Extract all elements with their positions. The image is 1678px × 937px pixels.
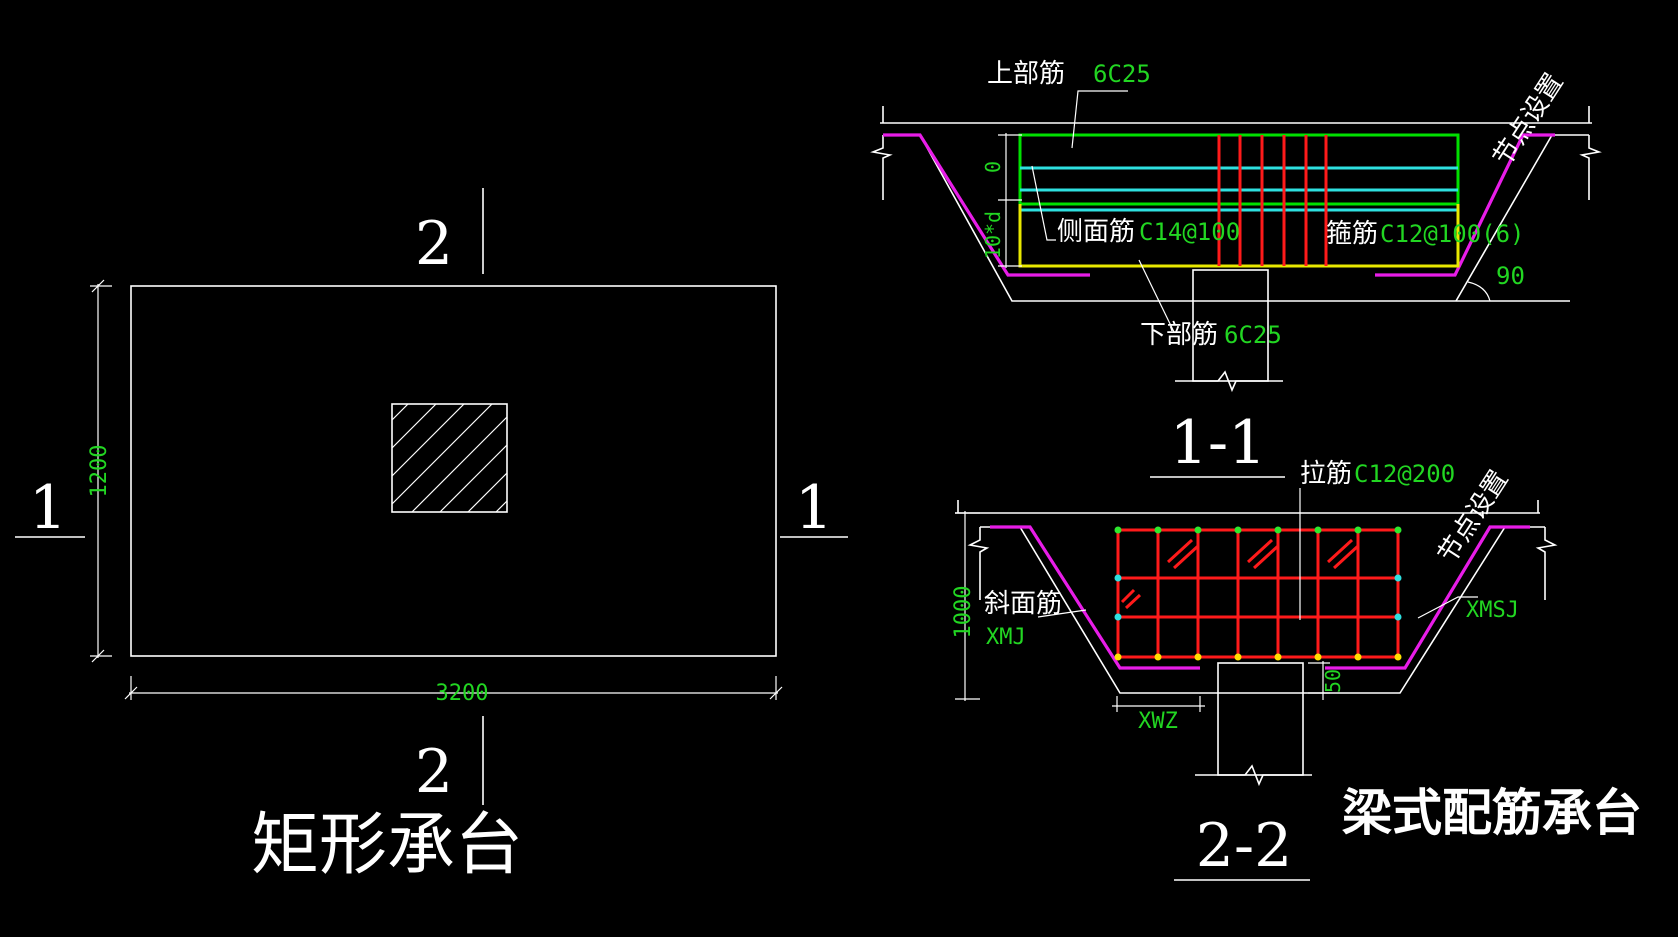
s11-side-leader bbox=[1031, 165, 1056, 241]
s11-angle-arc bbox=[1467, 281, 1491, 302]
s11-bottom-value: 6C25 bbox=[1224, 321, 1282, 349]
s11-dim-left bbox=[998, 133, 1022, 268]
s11-side-label: 侧面筋 bbox=[1057, 217, 1135, 247]
s11-bottom-leader bbox=[1138, 259, 1175, 333]
s11-angle-value: 90 bbox=[1496, 262, 1525, 290]
bar-point bbox=[1154, 526, 1162, 534]
s11-slope-bars bbox=[883, 133, 1555, 277]
s11-top-value: 6C25 bbox=[1093, 60, 1151, 88]
s22-dim-1000-text: 1000 bbox=[951, 586, 976, 639]
dim-3200-text: 3200 bbox=[436, 681, 489, 706]
s11-title: 1-1 bbox=[1170, 408, 1267, 478]
s11-stirrup-label: 箍筋 bbox=[1326, 219, 1378, 249]
s22-xwz: XWZ bbox=[1138, 709, 1178, 734]
s11-top-label: 上部筋 bbox=[987, 59, 1065, 89]
s22-xmsj-leader bbox=[1417, 596, 1478, 619]
s11-node-label: 节点设置 bbox=[1488, 68, 1570, 172]
dim-1200-text: 1200 bbox=[87, 445, 112, 498]
s22-slope-bars bbox=[990, 525, 1530, 670]
s22-dim-50-text: 50 bbox=[1321, 669, 1345, 693]
column-section bbox=[391, 403, 508, 513]
bar-point bbox=[1394, 574, 1402, 582]
column-hatch bbox=[391, 403, 508, 513]
bar-point bbox=[1194, 653, 1202, 661]
bar-point bbox=[1234, 653, 1242, 661]
bar-point bbox=[1314, 653, 1322, 661]
bar-point bbox=[1274, 526, 1282, 534]
s11-stirrups bbox=[1217, 135, 1328, 266]
bar-point bbox=[1394, 526, 1402, 534]
s11-top-leader bbox=[1071, 90, 1128, 149]
bar-point bbox=[1394, 653, 1402, 661]
s22-dim-1000 bbox=[955, 511, 980, 701]
section-1-left: 1 bbox=[29, 473, 67, 543]
bar-point bbox=[1114, 526, 1122, 534]
bar-point bbox=[1274, 653, 1282, 661]
s11-stirrup-value: C12@100(6) bbox=[1380, 220, 1525, 248]
s22-slope-value: XMJ bbox=[986, 625, 1026, 650]
bar-point bbox=[1354, 526, 1362, 534]
section-1-1: 0 10*d 上部筋 6C25 侧面筋 C14@100 箍筋 C12@100(6… bbox=[870, 59, 1602, 478]
s22-tie-label: 拉筋 bbox=[1300, 459, 1352, 489]
s22-stirrup-grid bbox=[1116, 528, 1400, 659]
s11-bottom-label: 下部筋 bbox=[1140, 320, 1218, 350]
bar-point bbox=[1314, 526, 1322, 534]
drawing-caption: 梁式配筋承台 bbox=[1342, 784, 1642, 842]
s22-slope-label: 斜面筋 bbox=[984, 589, 1062, 619]
s22-xmsj: XMSJ bbox=[1466, 598, 1519, 623]
section-2-bottom: 2 bbox=[415, 737, 453, 807]
s22-tie-value: C12@200 bbox=[1354, 460, 1455, 488]
bar-point bbox=[1114, 653, 1122, 661]
bar-point bbox=[1394, 613, 1402, 621]
bar-point bbox=[1194, 526, 1202, 534]
s22-dim-50 bbox=[1308, 661, 1330, 700]
plan-outline bbox=[130, 285, 777, 657]
s11-dim-left-text: 10*d bbox=[981, 211, 1005, 259]
s22-slope-leader bbox=[1037, 609, 1087, 618]
bar-point bbox=[1114, 613, 1122, 621]
bar-point bbox=[1354, 653, 1362, 661]
s22-hooks bbox=[1120, 538, 1360, 610]
s22-dim-xwz bbox=[1112, 696, 1205, 712]
dim-3200 bbox=[124, 676, 783, 700]
bar-point bbox=[1114, 574, 1122, 582]
bar-point bbox=[1154, 653, 1162, 661]
s11-dim-top: 0 bbox=[981, 161, 1005, 173]
s11-side-value: C14@100 bbox=[1139, 218, 1240, 246]
plan-title: 矩形承台 bbox=[251, 806, 523, 885]
section-1-right: 1 bbox=[795, 473, 833, 543]
bar-point bbox=[1234, 526, 1242, 534]
s22-title: 2-2 bbox=[1196, 811, 1293, 881]
plan-view: 3200 1200 1 1 2 2 矩形承台 bbox=[15, 188, 848, 885]
section-2-top: 2 bbox=[415, 209, 453, 279]
s22-bar-points bbox=[1114, 526, 1402, 661]
dim-1200 bbox=[90, 279, 112, 663]
